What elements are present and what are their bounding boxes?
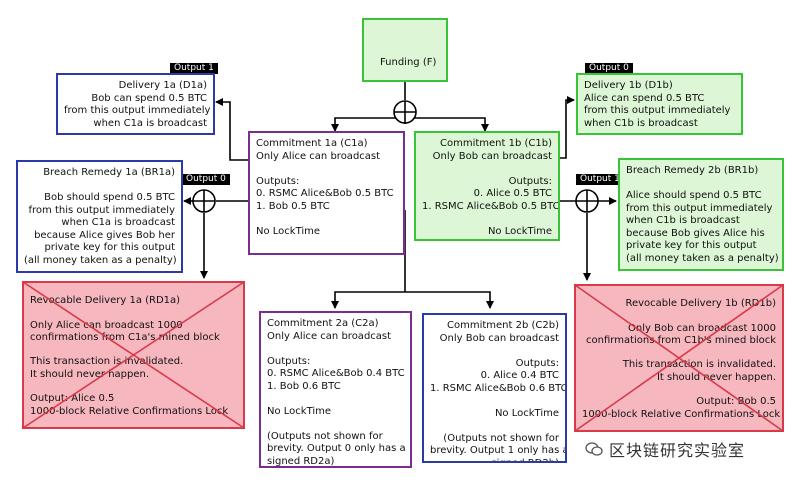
c1a-to-d1a-arrow <box>215 98 250 161</box>
split-to-c1b-arrow <box>404 117 489 132</box>
wechat-icon <box>585 442 603 456</box>
to-c2b-arrow <box>405 291 494 309</box>
funding-label: Funding (F) <box>379 56 437 68</box>
breach-remedy-1a-box: Breach Remedy 1a (BR1a) Bob should spend… <box>16 160 183 273</box>
commitment-2b-box: Commitment 2b (C2b) Only Bob can broadca… <box>422 313 567 463</box>
revocable-delivery-1b-box: Revocable Delivery 1b (RD1b) Only Bob ca… <box>574 284 784 432</box>
breach-remedy-1b-box: Breach Remedy 2b (BR1b) Alice should spe… <box>618 158 784 271</box>
funding-box: Funding (F) <box>362 18 448 82</box>
to-c2a-arrow <box>331 291 405 309</box>
br1a-output-label: Output 0 <box>182 174 230 185</box>
split-to-c1a-arrow <box>331 117 406 132</box>
br1b-output-label: Output 1 <box>576 174 624 185</box>
d1a-output-label: Output 1 <box>170 63 218 74</box>
delivery-1a-box: Delivery 1a (D1a) Bob can spend 0.5 BTC … <box>56 73 215 135</box>
commitment-2a-box: Commitment 2a (C2a) Only Alice can broad… <box>259 311 412 468</box>
watermark: 区块链研究实验室 <box>585 437 745 461</box>
d1b-output-label: Output 0 <box>585 63 633 74</box>
commitment-1a-box: Commitment 1a (C1a) Only Alice can broad… <box>248 131 405 255</box>
revocable-delivery-1a-box: Revocable Delivery 1a (RD1a) Only Alice … <box>22 281 245 429</box>
c1b-to-d1b-arrow <box>558 96 575 159</box>
commitment-1b-box: Commitment 1b (C1b) Only Bob can broadca… <box>414 131 560 241</box>
delivery-1b-box: Delivery 1b (D1b) Alice can spend 0.5 BT… <box>576 73 743 135</box>
watermark-text: 区块链研究实验室 <box>609 441 746 460</box>
